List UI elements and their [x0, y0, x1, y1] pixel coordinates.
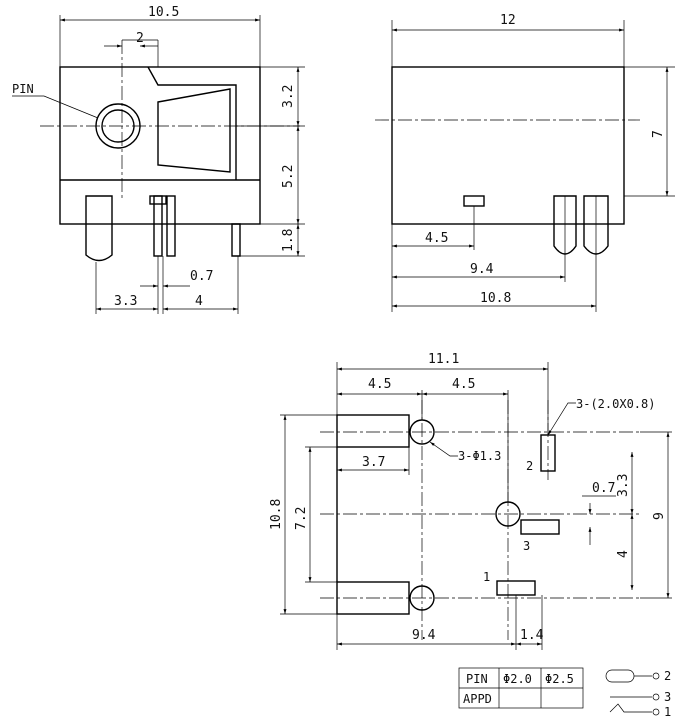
front-socket-opening	[157, 88, 231, 173]
table-row-label: APPD	[463, 692, 492, 706]
schem-pin-1: 1	[664, 705, 671, 719]
side-pin-a	[553, 195, 577, 255]
side-pin-b	[583, 195, 609, 255]
front-pin-mid	[153, 195, 163, 257]
dim-hole-text: 3-Φ1.3	[458, 449, 501, 463]
pin-3-label: 3	[523, 539, 530, 553]
pin-2-label: 2	[526, 459, 533, 473]
table-header-d25: Φ2.5	[545, 672, 574, 686]
dim-offset-text: 1.4	[520, 628, 544, 643]
pin-leader	[12, 95, 99, 119]
slot-3	[520, 519, 560, 535]
front-pin-right	[231, 223, 241, 257]
front-housing-edge	[147, 66, 237, 180]
dim-pitch-text: 0.7	[592, 481, 615, 496]
schem-pin-3: 3	[664, 690, 671, 704]
side-body	[391, 66, 625, 225]
schematic-symbol: 2 3 1	[605, 669, 671, 719]
jack-symbol	[605, 669, 635, 683]
footprint-view: 11.1 4.5 4.5 3-(2.0X0.8) 3-Φ1.3 3.7 10.8…	[269, 352, 672, 650]
front-pin-mid-2	[166, 195, 176, 257]
dim-left-text: 4.5	[368, 377, 391, 392]
dim-upper-text: 3.3	[616, 474, 631, 497]
dim-pad-text: 3.7	[362, 455, 385, 470]
pad-upper	[336, 414, 410, 448]
dim-length-text: 12	[500, 13, 516, 28]
dim-slot-text: 3-(2.0X0.8)	[576, 397, 655, 411]
front-pin-tab	[149, 195, 167, 205]
front-leg-left	[85, 195, 113, 262]
dim-fp-height-text: 10.8	[269, 499, 284, 530]
dim-a-text: 4.5	[425, 231, 448, 246]
side-tab	[463, 195, 485, 207]
dim-pad-span-text: 9	[652, 512, 667, 520]
slot-1	[496, 580, 536, 596]
dim-total-text: 11.1	[428, 352, 459, 367]
dim-pin-thick-text: 0.7	[190, 269, 213, 284]
dim-pin-offset-text: 2	[136, 31, 144, 46]
pin-table: PIN Φ2.0 Φ2.5 APPD	[458, 667, 584, 709]
pin-1-label: 1	[483, 570, 490, 584]
dim-c-text: 10.8	[480, 291, 511, 306]
dim-right-gap-text: 4	[195, 294, 203, 309]
table-header-pin: PIN	[466, 672, 488, 686]
dim-left-gap-text: 3.3	[114, 294, 137, 309]
dim-top-text: 3.2	[281, 85, 296, 108]
dim-height-text: 7	[651, 130, 666, 138]
dim-bottom-text: 9.4	[412, 628, 436, 643]
dim-right-text: 4.5	[452, 377, 475, 392]
front-body	[59, 66, 261, 225]
dim-b-text: 9.4	[470, 262, 494, 277]
dim-inner-text: 7.2	[294, 507, 309, 530]
side-view: 12 7 4.5 9.4 10.8	[375, 13, 675, 312]
dim-front-width-text: 10.5	[148, 5, 179, 20]
schem-pin-2: 2	[664, 669, 671, 683]
front-view: 10.5 2 PIN 3.2 5.2 1.8 0.7 3.3 4	[12, 5, 305, 314]
table-header-d20: Φ2.0	[503, 672, 532, 686]
pin-label: PIN	[12, 82, 34, 96]
dim-lower-text: 4	[616, 550, 631, 558]
dim-leg-text: 1.8	[281, 229, 296, 252]
dim-mid-text: 5.2	[281, 165, 296, 188]
